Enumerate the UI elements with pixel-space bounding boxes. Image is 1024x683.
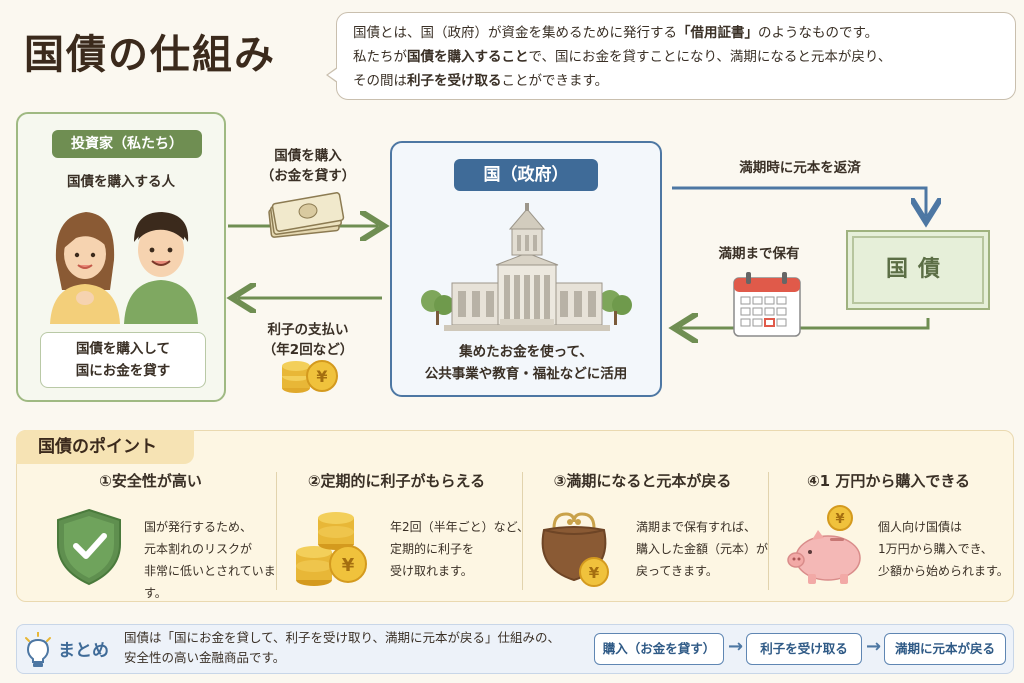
point-title: ③満期になると元本が戻る — [553, 472, 732, 490]
investor-box: 投資家（私たち） 国債を購入する人 国債を購入して 国にお金を貸す — [16, 112, 226, 402]
investor-note: 国債を購入して 国にお金を貸す — [40, 332, 206, 388]
intro-bubble: 国債とは、国（政府）が資金を集めるために発行する「借用証書」のようなものです。 … — [326, 12, 1016, 100]
svg-text:¥: ¥ — [589, 564, 600, 582]
intro-line-1: 国債とは、国（政府）が資金を集めるために発行する「借用証書」のようなものです。 — [353, 25, 879, 41]
page-title: 国債の仕組み — [24, 32, 276, 78]
summary-step-buy: 購入（お金を貸す） — [594, 633, 724, 665]
coins-icon: ¥ — [282, 360, 338, 393]
summary-step-principal: 満期に元本が戻る — [884, 633, 1006, 665]
government-tag: 国（政府） — [454, 159, 598, 191]
intro-line-3: その間は利子を受け取ることができます。 — [353, 73, 609, 89]
buy-flow-label: 国債を購入 （お金を貸す） — [260, 148, 356, 184]
hold-flow-label: 満期まで保有 — [718, 246, 800, 262]
piggy-bank-icon: ¥ — [787, 505, 861, 584]
return-arrow — [680, 318, 930, 328]
investor-people-icon — [50, 212, 198, 324]
point-text: 満期まで保有すれば、 購入した金額（元本）が 戻ってきます。 — [636, 520, 769, 578]
interest-flow-label: 利子の支払い （年2回など） — [262, 322, 354, 358]
point-text: 個人向け国債は 1万円から購入でき、 少額から始められます。 — [878, 520, 1009, 578]
svg-text:¥: ¥ — [316, 367, 327, 386]
coin-purse-icon: ¥ — [541, 512, 609, 587]
point-principal: ③満期になると元本が戻る ¥ 満期まで保有すれば、 購入した金額（元本）が 戻っ… — [520, 464, 768, 596]
bond-certificate-label: 国債 — [885, 257, 950, 282]
point-interest: ②定期的に利子がもらえる ¥ 年2回（半年ごと）など、 定期的に利子を 受け取れ… — [274, 464, 529, 596]
summary-label: まとめ — [58, 641, 109, 661]
summary-text: 国債は「国にお金を貸して、利子を受け取り、満期に元本が戻る」仕組みの、 安全性の… — [124, 630, 561, 665]
points-divider — [522, 472, 523, 590]
point-text: 国が発行するため、 元本割れのリスクが 非常に低いとされています。 — [144, 520, 276, 600]
calendar-icon — [733, 272, 801, 337]
government-box: 国（政府） 集めたお金を使って、 公共事業や教育・福祉などに活用 — [390, 141, 662, 397]
points-heading: 国債のポイント — [16, 430, 194, 464]
point-text: 年2回（半年ごと）など、 定期的に利子を 受け取れます。 — [390, 520, 530, 578]
points-divider — [276, 472, 277, 590]
investor-description: 国債を購入する人 — [67, 174, 175, 190]
intro-line-2: 私たちが国債を購入することで、国にお金を貸すことになり、満期になると元本が戻り、 — [353, 49, 892, 65]
diet-building-icon — [421, 203, 632, 331]
point-title: ②定期的に利子がもらえる — [307, 472, 486, 490]
point-safety: ①安全性が高い 国が発行するため、 元本割れのリスクが 非常に低いとされています… — [28, 464, 276, 600]
bond-certificate: 国債 — [846, 230, 990, 310]
investor-tag: 投資家（私たち） — [52, 130, 202, 158]
point-title: ①安全性が高い — [99, 472, 202, 490]
repay-arrow — [672, 186, 926, 216]
svg-text:¥: ¥ — [342, 555, 355, 576]
lightbulb-icon — [25, 632, 51, 667]
svg-text:¥: ¥ — [835, 512, 844, 527]
points-divider — [768, 472, 769, 590]
money-icon — [268, 192, 345, 238]
summary-arrow: → — [728, 636, 744, 657]
point-title: ④1 万円から購入できる — [806, 472, 971, 490]
summary-arrow: → — [866, 636, 882, 657]
government-description: 集めたお金を使って、 公共事業や教育・福祉などに活用 — [424, 344, 628, 382]
coin-stack-icon: ¥ — [296, 512, 367, 586]
shield-check-icon — [57, 508, 121, 586]
summary-step-interest: 利子を受け取る — [746, 633, 862, 665]
point-small-amount: ④1 万円から購入できる ¥ 個人向け国債は 1万円から購入でき、 少額から始め… — [766, 464, 1011, 596]
repay-flow-label: 満期時に元本を返済 — [739, 160, 861, 176]
